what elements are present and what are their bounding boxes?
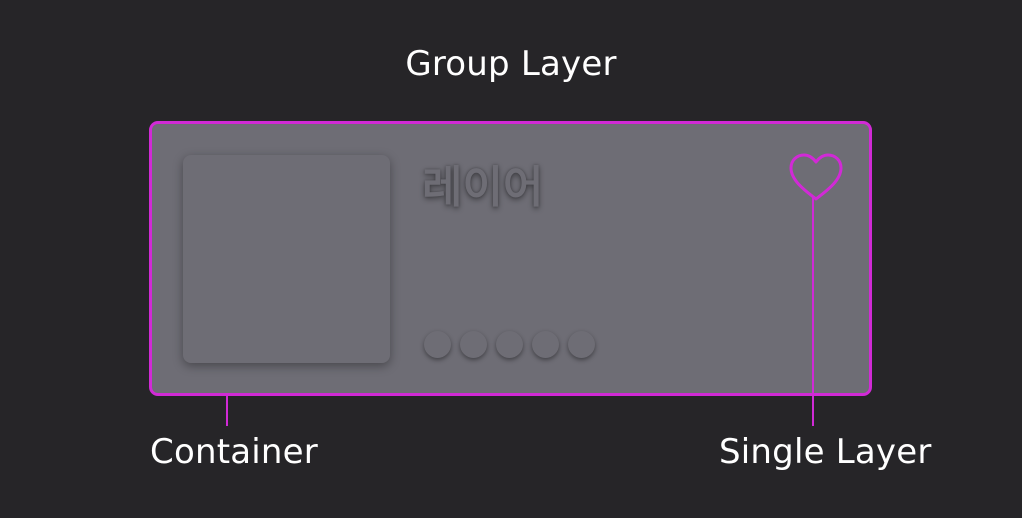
heart-icon [789, 153, 843, 201]
layer-text: 레이어 [422, 162, 544, 213]
container-leader-line [226, 396, 228, 426]
group-layer-title: Group Layer [405, 44, 617, 84]
rating-dot [496, 331, 523, 358]
rating-dot [460, 331, 487, 358]
rating-dot [532, 331, 559, 358]
container-thumbnail [183, 155, 390, 363]
group-layer-card: 레이어 [149, 121, 872, 396]
container-label: Container [150, 432, 318, 472]
rating-dot [568, 331, 595, 358]
single-layer-label: Single Layer [719, 432, 932, 472]
rating-dot [424, 331, 451, 358]
single-layer-leader-line [812, 196, 814, 426]
